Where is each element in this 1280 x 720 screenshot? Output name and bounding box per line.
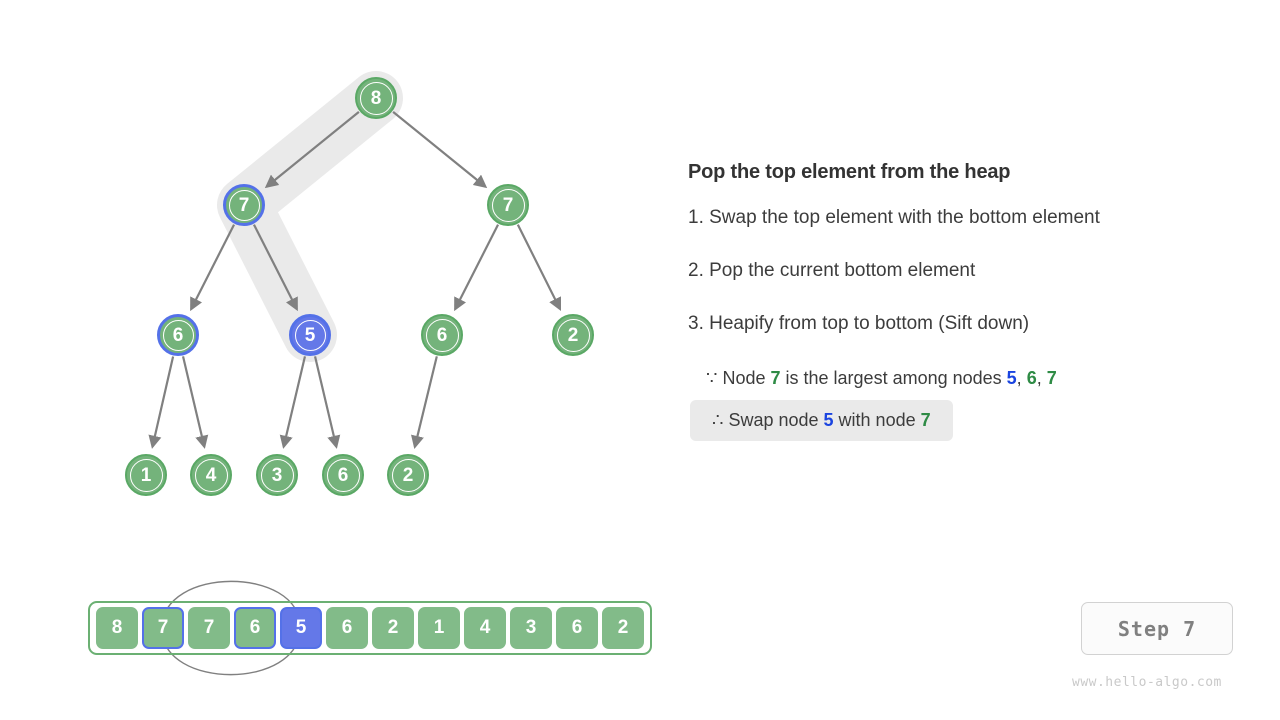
reason-because-line: ∵ Node 7 is the largest among nodes 5, 6… <box>706 368 1057 389</box>
tree-edge <box>392 110 488 189</box>
tree-node-8-0[interactable]: 8 <box>355 77 397 119</box>
tree-edge <box>516 224 562 312</box>
tree-node-label: 8 <box>370 87 382 109</box>
tree-node-7-1[interactable]: 7 <box>223 184 265 226</box>
array-cell-value: 7 <box>203 617 215 638</box>
heap-array-visual: 8 7 7 6 5 6 2 1 4 3 6 2 <box>88 575 688 685</box>
tree-edge <box>181 356 209 449</box>
array-cell-value: 6 <box>341 617 353 638</box>
array-cell-value: 7 <box>157 617 169 638</box>
tree-node-label: 7 <box>238 194 250 216</box>
sift-down-path-highlight <box>217 71 403 362</box>
array-cell-7[interactable]: 1 <box>418 607 460 649</box>
tree-node-label: 6 <box>172 324 184 346</box>
tree-node-1-7[interactable]: 1 <box>125 454 167 496</box>
array-cell-value: 6 <box>571 617 583 638</box>
status-badge: Step 7 <box>1081 602 1233 655</box>
array-cell-3[interactable]: 6 <box>234 607 276 649</box>
tree-node-6-10[interactable]: 6 <box>322 454 364 496</box>
step-item-3: 3. Heapify from top to bottom (Sift down… <box>688 312 1030 334</box>
tree-node-label: 2 <box>402 464 414 486</box>
tree-edge-group <box>148 110 562 449</box>
tree-node-label: 5 <box>304 324 316 346</box>
tree-node-label: 2 <box>567 324 579 346</box>
array-container: 8 7 7 6 5 6 2 1 4 3 6 2 <box>88 601 652 655</box>
swap-to-value: 7 <box>920 409 931 430</box>
tree-node-5-4[interactable]: 5 <box>289 314 331 356</box>
swap-from-value: 5 <box>823 409 834 430</box>
array-cell-10[interactable]: 6 <box>556 607 598 649</box>
array-cell-value: 2 <box>617 617 629 638</box>
tree-node-3-9[interactable]: 3 <box>256 454 298 496</box>
array-cell-9[interactable]: 3 <box>510 607 552 649</box>
step-item-2: 2. Pop the current bottom element <box>688 259 976 281</box>
array-cell-value: 3 <box>525 617 537 638</box>
tree-edge <box>264 110 360 189</box>
step-item-1: 1. Swap the top element with the bottom … <box>688 207 1100 228</box>
reason-node-value: 7 <box>770 368 781 389</box>
array-cell-2[interactable]: 7 <box>188 607 230 649</box>
watermark-text: www.hello-algo.com <box>1072 675 1222 690</box>
array-cell-value: 8 <box>111 617 123 638</box>
tree-edge <box>148 356 175 449</box>
tree-node-label: 6 <box>337 464 349 486</box>
tree-edge <box>454 224 500 312</box>
tree-node-2-11[interactable]: 2 <box>387 454 429 496</box>
tree-node-label: 6 <box>436 324 448 346</box>
array-cell-value: 1 <box>433 617 445 638</box>
array-cell-4[interactable]: 5 <box>280 607 322 649</box>
array-cell-value: 2 <box>387 617 399 638</box>
page-title: Pop the top element from the heap <box>688 161 1011 183</box>
tree-node-4-8[interactable]: 4 <box>190 454 232 496</box>
array-cell-0[interactable]: 8 <box>96 607 138 649</box>
explanation-panel: Pop the top element from the heap 1. Swa… <box>688 160 1248 442</box>
binary-tree-diagram: 8 7 7 6 5 6 2 1 4 3 6 2 <box>0 0 680 540</box>
tree-node-label: 3 <box>271 464 283 486</box>
array-cell-value: 4 <box>479 617 491 638</box>
array-cell-value: 6 <box>249 617 261 638</box>
tree-edge <box>190 224 236 312</box>
array-cell-value: 5 <box>295 617 307 638</box>
array-cell-5[interactable]: 6 <box>326 607 368 649</box>
array-cell-11[interactable]: 2 <box>602 607 644 649</box>
reason-therefore-line: ∴ Swap node 5 with node 7 <box>690 399 953 442</box>
reason-candidate-1: 6 <box>1026 368 1037 389</box>
tree-node-7-2[interactable]: 7 <box>487 184 529 226</box>
reason-candidate-0: 5 <box>1006 368 1017 389</box>
array-cell-1[interactable]: 7 <box>142 607 184 649</box>
tree-node-label: 4 <box>205 464 217 486</box>
tree-edge <box>313 356 341 449</box>
tree-node-6-3[interactable]: 6 <box>157 314 199 356</box>
array-cell-8[interactable]: 4 <box>464 607 506 649</box>
tree-node-label: 1 <box>140 464 152 486</box>
tree-edge <box>279 356 307 449</box>
tree-node-6-5[interactable]: 6 <box>421 314 463 356</box>
tree-node-2-6[interactable]: 2 <box>552 314 594 356</box>
tree-node-label: 7 <box>502 194 514 216</box>
array-cell-6[interactable]: 2 <box>372 607 414 649</box>
tree-edge <box>411 356 438 449</box>
reason-candidate-2: 7 <box>1046 368 1057 389</box>
tree-edge <box>252 224 298 312</box>
